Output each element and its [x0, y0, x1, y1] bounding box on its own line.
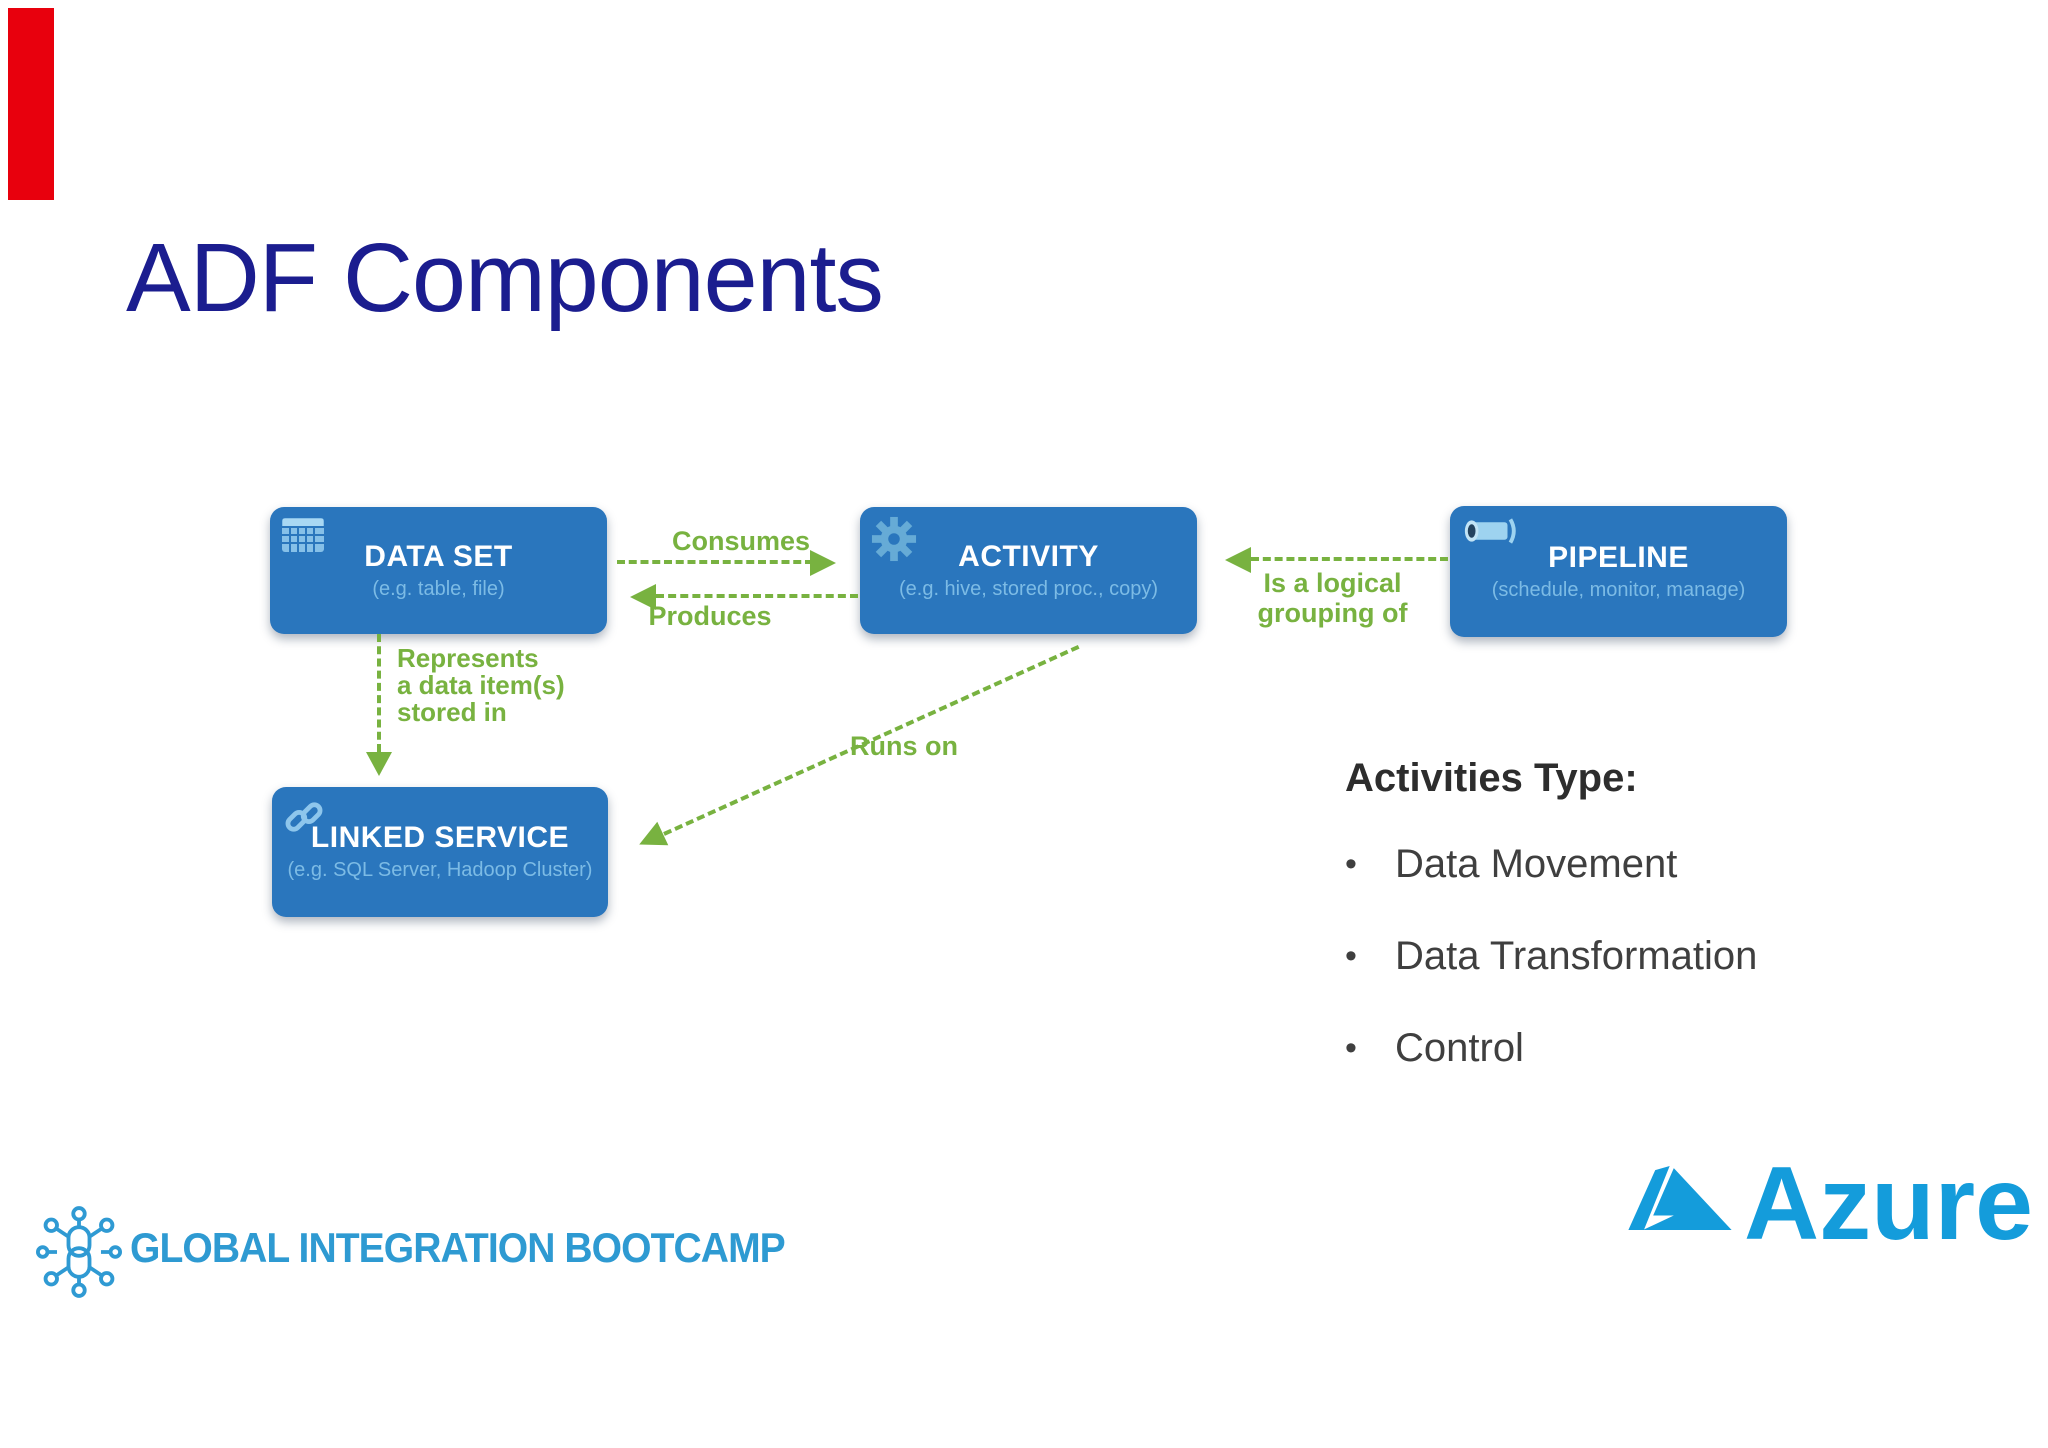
activities-type-heading: Activities Type: — [1345, 756, 1638, 800]
bullet-icon: • — [1345, 937, 1357, 975]
grouping-label: Is a logical grouping of — [1240, 568, 1425, 628]
linked-service-title: LINKED SERVICE — [310, 821, 570, 854]
link-icon — [283, 796, 325, 843]
bullet-icon: • — [1345, 845, 1357, 883]
consumes-label: Consumes — [671, 526, 811, 556]
azure-wordmark: Azure — [1744, 1146, 2033, 1262]
produces-label: Produces — [648, 601, 772, 631]
runs-on-arrowhead-icon — [633, 821, 669, 857]
list-item: • Data Transformation — [1345, 932, 1757, 980]
grouping-label-line2: grouping of — [1257, 598, 1408, 628]
bullet-icon: • — [1345, 1029, 1357, 1067]
activities-type-list: • Data Movement • Data Transformation • … — [1345, 840, 1757, 1116]
grouping-arrowhead-icon — [1225, 547, 1251, 573]
activities-item-control: Control — [1395, 1026, 1524, 1070]
represents-label-line1: Represents — [397, 643, 539, 673]
produces-arrowhead-icon — [630, 584, 656, 610]
gear-icon — [871, 516, 917, 567]
represents-label: Represents a data item(s) stored in — [397, 645, 565, 726]
pipeline-subtitle: (schedule, monitor, manage) — [1491, 578, 1746, 601]
produces-arrow-line — [656, 594, 858, 598]
calendar-icon — [281, 516, 325, 559]
dataset-box: DATA SET (e.g. table, file) — [270, 507, 607, 634]
pipe-icon — [1461, 515, 1523, 552]
list-item: • Control — [1345, 1024, 1757, 1072]
runs-on-label: Runs on — [850, 731, 958, 761]
consumes-arrowhead-icon — [810, 550, 836, 576]
global-integration-bootcamp-logo-icon — [36, 1204, 122, 1305]
represents-label-line2: a data item(s) — [397, 670, 565, 700]
represents-arrow-line — [377, 634, 381, 752]
azure-logo-icon — [1628, 1166, 1732, 1235]
page-title: ADF Components — [126, 223, 884, 332]
list-item: • Data Movement — [1345, 840, 1757, 888]
consumes-arrow-line — [617, 560, 813, 564]
linked-service-box: LINKED SERVICE (e.g. SQL Server, Hadoop … — [272, 787, 608, 917]
dataset-title: DATA SET — [364, 539, 513, 573]
grouping-arrow-line — [1251, 557, 1448, 561]
red-accent-bar — [8, 8, 54, 200]
represents-arrowhead-icon — [366, 752, 392, 776]
dataset-subtitle: (e.g. table, file) — [372, 577, 505, 600]
activity-title: ACTIVITY — [958, 539, 1099, 573]
represents-label-line3: stored in — [397, 697, 507, 727]
activities-item-data-transformation: Data Transformation — [1395, 934, 1758, 978]
activity-subtitle: (e.g. hive, stored proc., copy) — [898, 577, 1158, 600]
global-integration-bootcamp-wordmark: GLOBAL INTEGRATION BOOTCAMP — [130, 1224, 786, 1271]
activities-item-data-movement: Data Movement — [1395, 842, 1678, 886]
pipeline-box: PIPELINE (schedule, monitor, manage) — [1450, 506, 1787, 637]
pipeline-title: PIPELINE — [1548, 540, 1689, 574]
linked-service-subtitle: (e.g. SQL Server, Hadoop Cluster) — [287, 859, 593, 881]
grouping-label-line1: Is a logical — [1263, 568, 1402, 598]
activity-box: ACTIVITY (e.g. hive, stored proc., copy) — [860, 507, 1197, 634]
